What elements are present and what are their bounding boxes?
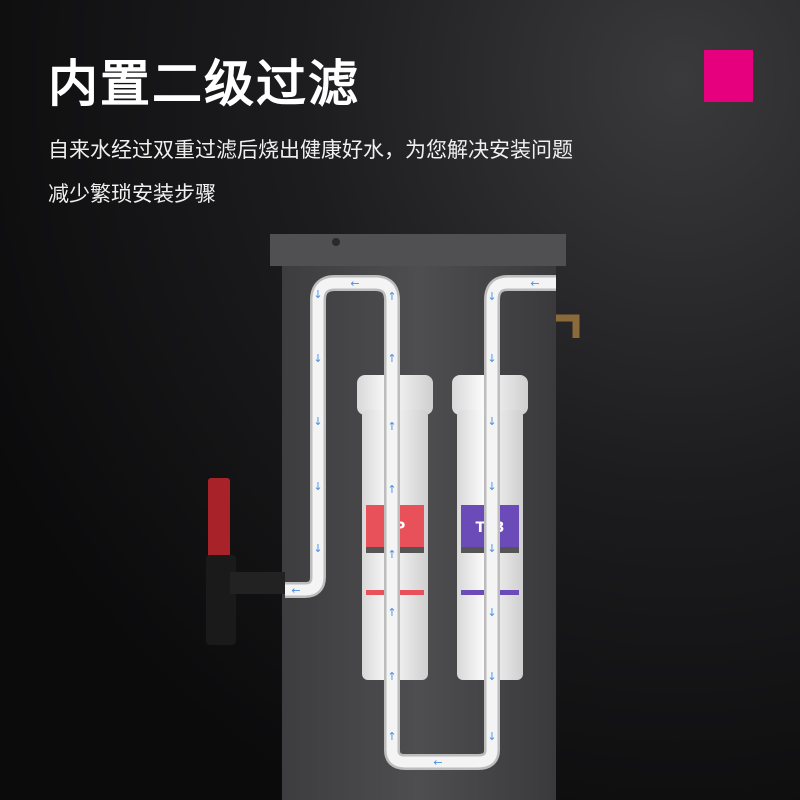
svg-text:↑: ↑ [387,730,396,743]
faucet [206,478,285,645]
svg-text:↓: ↓ [487,730,496,743]
svg-text:↓: ↓ [487,415,496,428]
svg-text:↑: ↑ [387,548,396,561]
svg-text:↑: ↑ [387,290,396,303]
svg-text:←: ← [350,277,359,290]
svg-text:↑: ↑ [387,483,396,496]
svg-text:↓: ↓ [313,415,322,428]
water-tube [285,275,556,770]
accent-square [704,50,753,102]
svg-text:↓: ↓ [313,352,322,365]
svg-text:↑: ↑ [387,352,396,365]
svg-text:↓: ↓ [487,290,496,303]
subtitle-line-2: 减少繁琐安装步骤 [48,182,216,206]
svg-text:←: ← [530,277,539,290]
page-title: 内置二级过滤 [48,55,360,113]
svg-text:↓: ↓ [487,670,496,683]
subtitle-line-1: 自来水经过双重过滤后烧出健康好水，为您解决安装问题 [48,138,573,162]
svg-text:↑: ↑ [387,606,396,619]
svg-text:↑: ↑ [387,670,396,683]
flow-arrows: ↓ ↓ ↓ ↓ ↓ ← ← ↑ ↑ ↑ ↑ ↑ ↑ ↑ ↑ ← ↓ ↓ ↓ ↓ ↓ ↓ ↓ ↓ ← [291,277,539,769]
filter-cartridge-pp: PP [357,375,433,680]
svg-text:↓: ↓ [487,542,496,555]
svg-text:↓: ↓ [487,606,496,619]
svg-text:↓: ↓ [487,480,496,493]
svg-text:↓: ↓ [487,352,496,365]
svg-text:↓: ↓ [313,288,322,301]
svg-text:↓: ↓ [313,480,322,493]
svg-text:↓: ↓ [313,542,322,555]
svg-text:↑: ↑ [387,420,396,433]
svg-text:←: ← [291,584,300,597]
svg-text:←: ← [433,756,442,769]
